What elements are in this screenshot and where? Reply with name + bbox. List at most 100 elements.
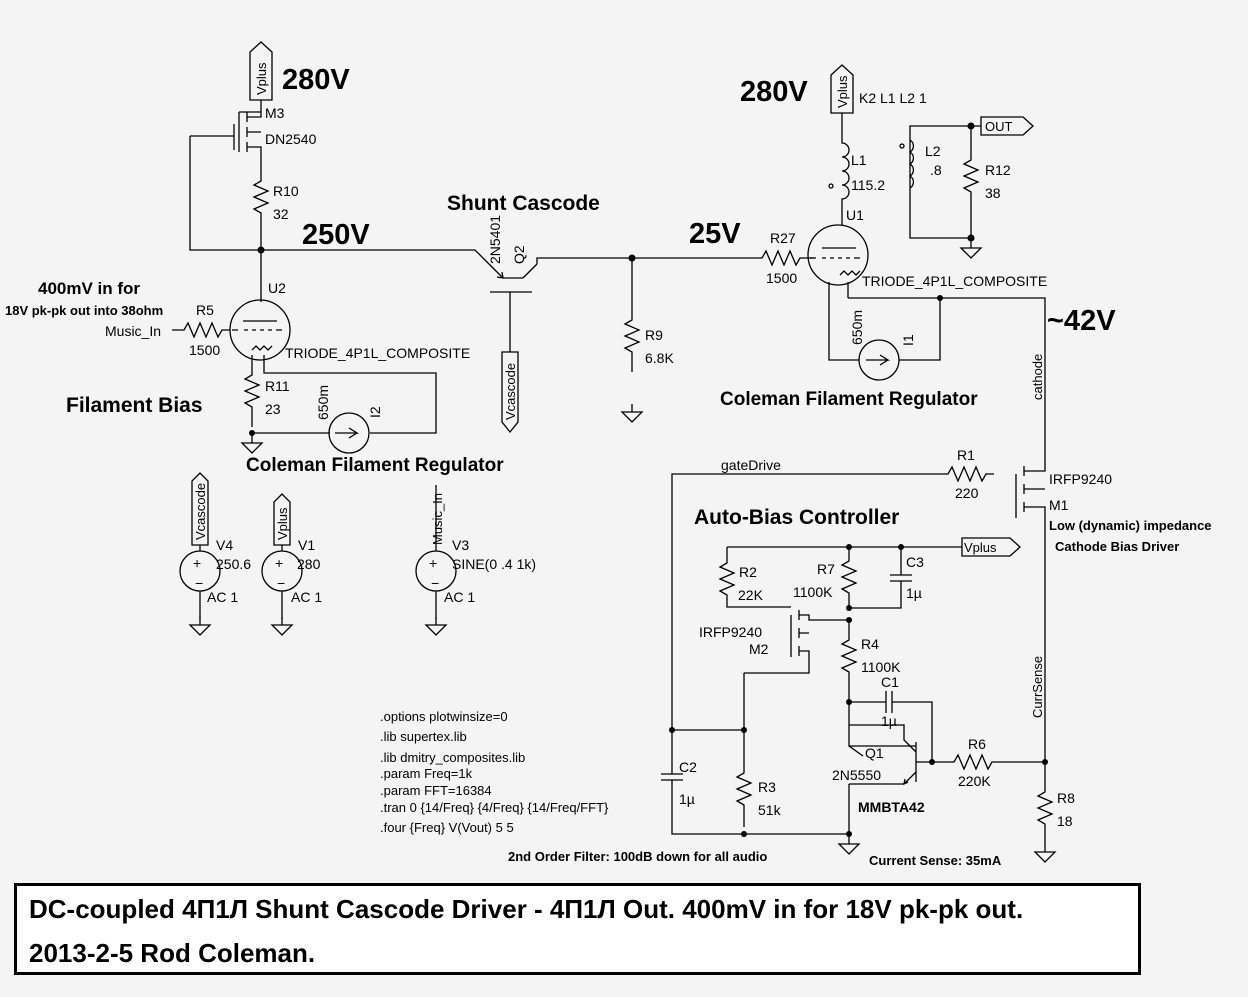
c3-label: C3 xyxy=(906,554,924,570)
u2-model: TRIODE_4P1L_COMPOSITE xyxy=(285,345,470,361)
q2-label: Q2 xyxy=(511,245,527,264)
spice-line: .tran 0 {14/Freq} {4/Freq} {14/Freq/FFT} xyxy=(380,800,609,815)
v4-ac: AC 1 xyxy=(207,589,238,605)
coleman-regulator-left-title: Coleman Filament Regulator xyxy=(246,455,504,476)
filament-bias-title: Filament Bias xyxy=(66,394,203,417)
c1-label: C1 xyxy=(881,674,899,690)
v4-label: V4 xyxy=(216,537,233,553)
m1-label: M1 xyxy=(1049,497,1069,513)
vcascode-flag-v4: Vcascode xyxy=(193,483,208,540)
shunt-cascode-stage: Shunt Cascode 2N5401 Q2 Vcascode R9 6.8K… xyxy=(447,192,814,434)
currsense-net: CurrSense xyxy=(1030,656,1045,718)
coleman-regulator-right-title: Coleman Filament Regulator xyxy=(720,389,978,410)
r3-label: R3 xyxy=(758,779,776,795)
low-impedance-note-1: Low (dynamic) impedance xyxy=(1049,518,1212,533)
l2-value: .8 xyxy=(930,162,942,178)
input-note-line2: 18V pk-pk out into 38ohm xyxy=(5,303,163,318)
current-sense-note: Current Sense: 35mA xyxy=(869,853,1002,868)
output-triode-stage: Vplus 280V K2 L1 L2 1 L1 115.2 U1 TRIODE… xyxy=(720,64,1116,462)
r27-value: 1500 xyxy=(766,270,797,286)
r7-value: 1100K xyxy=(793,584,833,600)
r4-value: 1100K xyxy=(861,659,901,675)
spice-line: .options plotwinsize=0 xyxy=(380,709,508,724)
r5-value: 1500 xyxy=(189,342,220,358)
v3-value: SINE(0 .4 1k) xyxy=(452,556,536,572)
v1-minus-sign: − xyxy=(277,575,285,591)
v4-minus-sign: − xyxy=(195,575,203,591)
i2-label: I2 xyxy=(367,406,383,418)
c2-value: 1µ xyxy=(679,791,695,807)
r3-value: 51k xyxy=(758,802,782,818)
low-impedance-note-2: Cathode Bias Driver xyxy=(1055,539,1179,554)
v4-value: 250.6 xyxy=(216,556,251,572)
c1-value: 1µ xyxy=(881,713,897,729)
v4-plus-sign: + xyxy=(193,555,201,571)
music-in-net-v3: Music_In xyxy=(430,493,445,545)
auto-bias-title: Auto-Bias Controller xyxy=(694,506,899,529)
r8-value: 18 xyxy=(1057,813,1073,829)
m3-value: DN2540 xyxy=(265,131,317,147)
l2-label: L2 xyxy=(925,143,941,159)
r12-label: R12 xyxy=(985,162,1011,178)
voltage-sources: Vcascode + − V4 250.6 AC 1 Vplus + − V1 … xyxy=(179,472,536,636)
vplus-flag-v1: Vplus xyxy=(275,507,290,540)
r6-label: R6 xyxy=(968,736,986,752)
v3-minus-sign: − xyxy=(431,575,439,591)
vplus-flag-left: Vplus xyxy=(254,62,269,95)
c3-value: 1µ xyxy=(906,585,922,601)
q1-label: Q1 xyxy=(865,745,884,761)
voltage-280v-right: 280V xyxy=(740,76,808,108)
v1-label: V1 xyxy=(298,537,315,553)
r2-label: R2 xyxy=(739,564,757,580)
r11-value: 23 xyxy=(265,401,281,417)
r7-label: R7 xyxy=(817,561,835,577)
shunt-cascode-title: Shunt Cascode xyxy=(447,192,600,215)
auto-bias-controller: gateDrive R1 220 IRFP9240 M1 Low (dynami… xyxy=(508,447,1212,868)
r27-label: R27 xyxy=(770,230,796,246)
voltage-250v: 250V xyxy=(302,219,370,251)
r12-value: 38 xyxy=(985,185,1001,201)
v1-ac: AC 1 xyxy=(291,589,322,605)
spice-line: .param Freq=1k xyxy=(380,766,473,781)
coupling-statement: K2 L1 L2 1 xyxy=(859,90,927,106)
u2-label: U2 xyxy=(268,280,286,296)
i1-label: I1 xyxy=(900,334,916,346)
l1-value: 115.2 xyxy=(851,177,885,193)
v1-plus-sign: + xyxy=(275,555,283,571)
spice-line: .four {Freq} V(Vout) 5 5 xyxy=(380,820,514,835)
caption-line-1: DC-coupled 4П1Л Shunt Cascode Driver - 4… xyxy=(29,894,1024,924)
r1-label: R1 xyxy=(957,447,975,463)
r11-label: R11 xyxy=(265,378,290,394)
spice-directives: .options plotwinsize=0 .lib supertex.lib… xyxy=(380,709,609,835)
cathode-net: cathode xyxy=(1030,354,1045,400)
v1-value: 280 xyxy=(297,556,321,572)
caption-line-2: 2013-2-5 Rod Coleman. xyxy=(29,938,316,968)
i2-value: 650m xyxy=(315,385,331,420)
v3-ac: AC 1 xyxy=(444,589,475,605)
m1-model: IRFP9240 xyxy=(1049,471,1112,487)
voltage-42v: ~42V xyxy=(1047,305,1116,337)
spice-line: .lib dmitry_composites.lib xyxy=(380,750,525,765)
q1-model: 2N5550 xyxy=(832,767,881,783)
vcascode-flag-q2: Vcascode xyxy=(503,363,518,420)
voltage-25v: 25V xyxy=(689,218,741,250)
m2-model: IRFP9240 xyxy=(699,624,762,640)
vplus-flag-right: Vplus xyxy=(835,75,850,108)
r4-label: R4 xyxy=(861,636,879,652)
u1-model: TRIODE_4P1L_COMPOSITE xyxy=(862,273,1047,289)
q1-alt-model: MMBTA42 xyxy=(858,799,925,815)
r6-value: 220K xyxy=(958,773,991,789)
r2-value: 22K xyxy=(738,587,764,603)
m2-label: M2 xyxy=(749,641,769,657)
spice-line: .lib supertex.lib xyxy=(380,729,467,744)
r9-label: R9 xyxy=(645,327,663,343)
r1-value: 220 xyxy=(955,485,979,501)
r10-value: 32 xyxy=(273,206,289,222)
out-flag: OUT xyxy=(985,119,1013,134)
music-in-net-left: Music_In xyxy=(105,323,161,339)
filter-note: 2nd Order Filter: 100dB down for all aud… xyxy=(508,849,767,864)
left-triode-stage: Vplus 280V M3 DN2540 R10 32 250V U2 TRIO… xyxy=(5,41,504,476)
u1-label: U1 xyxy=(846,207,864,223)
vplus-flag-autobias: Vplus xyxy=(964,540,997,555)
